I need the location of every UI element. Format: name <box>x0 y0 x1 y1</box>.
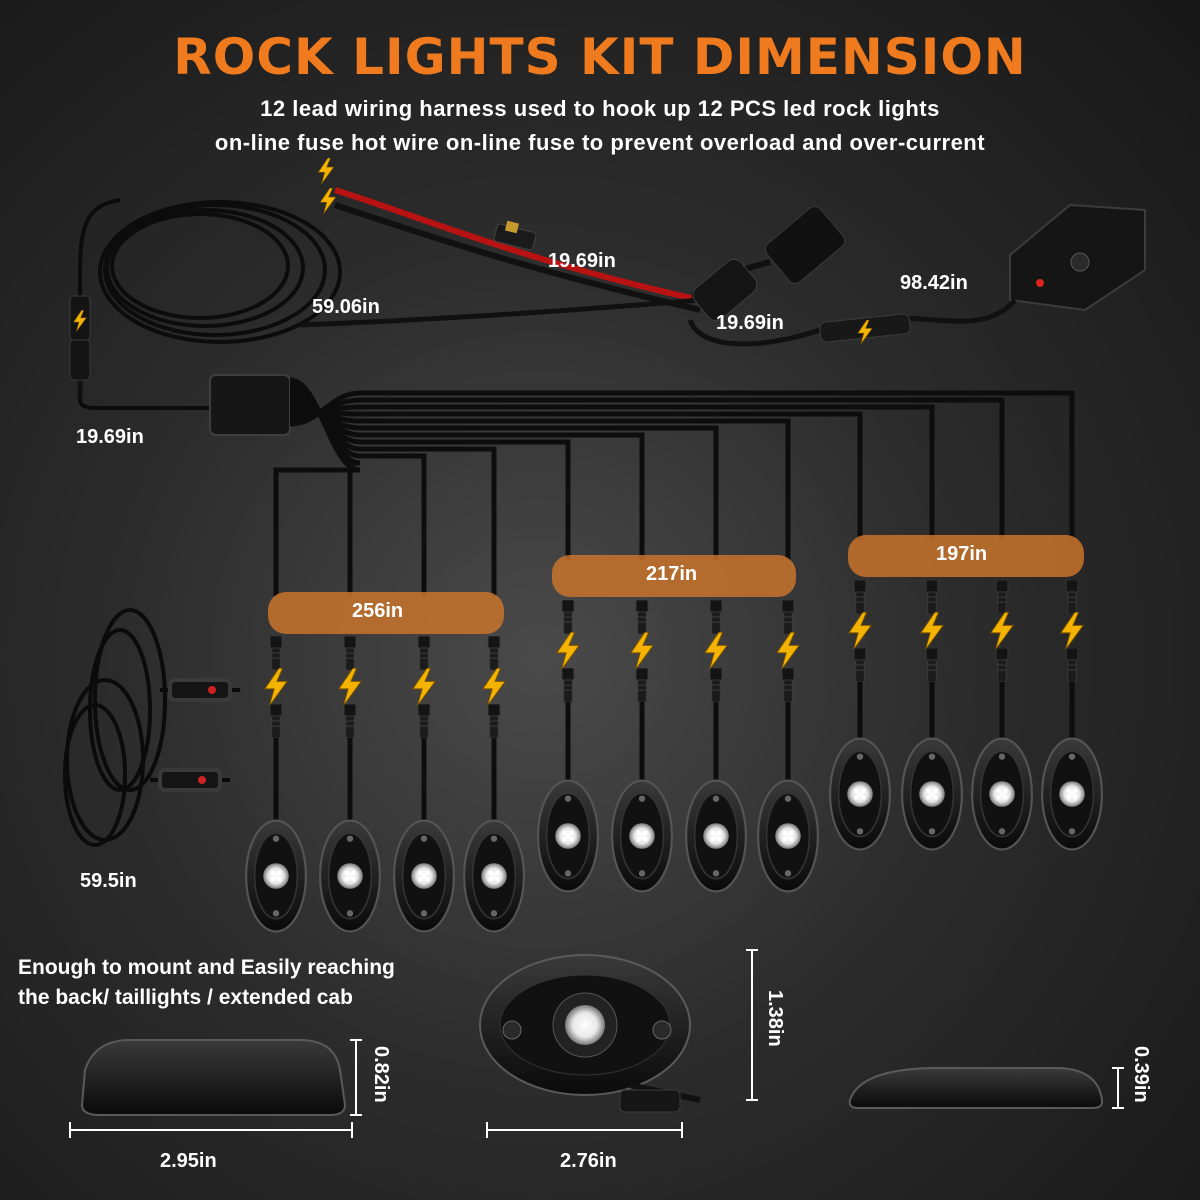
connector-icon <box>692 206 846 322</box>
bolt-icon <box>1060 612 1084 650</box>
rock-light-icon <box>536 779 600 893</box>
group-2-length: 217in <box>646 563 698 585</box>
bolt-icon <box>848 612 872 650</box>
bolt-icon <box>630 632 654 670</box>
flat-height-label: 0.39in <box>1130 1046 1152 1103</box>
rock-light-icon <box>756 779 820 893</box>
flat-profile-view <box>848 1067 1124 1109</box>
rock-light-icon <box>900 737 964 851</box>
rock-light-icon <box>392 819 456 933</box>
switch-box-cable-length: 98.42in <box>900 272 968 294</box>
plug-connector <box>925 580 939 614</box>
top-view-light <box>479 949 758 1138</box>
page-title: ROCK LIGHTS KIT DIMENSION <box>173 28 1027 86</box>
bolt-icon <box>704 632 728 670</box>
switch-box-icon <box>687 203 1146 347</box>
harness-wire <box>289 405 791 560</box>
rock-light-icon <box>970 737 1034 851</box>
plug-connector <box>487 704 501 738</box>
top-width-label: 2.76in <box>560 1150 617 1172</box>
plug-connector <box>853 580 867 614</box>
bolt-icon <box>317 158 335 184</box>
side-height-label: 0.82in <box>370 1046 392 1103</box>
harness-wires <box>273 377 1075 596</box>
plug-connector <box>269 704 283 738</box>
plug-connector <box>995 648 1009 682</box>
bolt-icon <box>482 668 506 706</box>
plug-connector <box>925 648 939 682</box>
plug-connector <box>1065 648 1079 682</box>
plug-connector <box>635 600 649 634</box>
extension-length: 59.5in <box>80 870 137 892</box>
rock-light-group <box>244 580 1104 933</box>
plug-connector <box>853 648 867 682</box>
plug-connector <box>417 704 431 738</box>
rock-light-icon <box>828 737 892 851</box>
side-width-label: 2.95in <box>160 1150 217 1172</box>
plug-connector <box>561 600 575 634</box>
top-height-label: 1.38in <box>764 990 786 1047</box>
bolt-icon <box>776 632 800 670</box>
plug-connector <box>781 668 795 702</box>
plug-connector <box>635 668 649 702</box>
plug-connector <box>269 636 283 670</box>
plug-connector <box>561 668 575 702</box>
bolt-icon <box>920 612 944 650</box>
connector-lead-length: 19.69in <box>716 312 784 334</box>
length-bands <box>268 535 1084 634</box>
bolt-icon <box>990 612 1014 650</box>
side-profile-view <box>69 1039 362 1138</box>
plug-connector <box>709 600 723 634</box>
harness-wire <box>289 401 719 560</box>
group-3-length: 197in <box>936 543 988 565</box>
fuse-wire-length: 19.69in <box>548 250 616 272</box>
main-cable-length: 59.06in <box>312 296 380 318</box>
harness-wire <box>289 390 1075 540</box>
harness-wire <box>289 397 645 560</box>
rock-light-icon <box>318 819 382 933</box>
rock-light-icon <box>244 819 308 933</box>
harness-wire <box>289 409 863 540</box>
bolt-icon <box>264 668 288 706</box>
rock-light-icon <box>1040 737 1104 851</box>
subtitle-line-2: on-line fuse hot wire on-line fuse to pr… <box>214 130 986 155</box>
subtitle-line-1: 12 lead wiring harness used to hook up 1… <box>260 96 940 121</box>
rock-light-icon <box>462 819 526 933</box>
plug-connector <box>417 636 431 670</box>
group-1-length: 256in <box>352 600 404 622</box>
note-line-1: Enough to mount and Easily reaching <box>18 956 395 979</box>
extension-cables <box>63 608 240 847</box>
harness-wire <box>289 404 935 540</box>
coiled-cable <box>78 198 342 410</box>
splitter-lead-length: 19.69in <box>76 426 144 448</box>
plug-connector <box>995 580 1009 614</box>
rock-light-icon <box>610 779 674 893</box>
plug-connector <box>781 600 795 634</box>
plug-connector <box>343 636 357 670</box>
bolt-icon <box>412 668 436 706</box>
note-line-2: the back/ taillights / extended cab <box>18 986 353 1009</box>
plug-connector <box>1065 580 1079 614</box>
plug-connector <box>487 636 501 670</box>
fuse-icon <box>493 220 537 251</box>
plug-connector <box>709 668 723 702</box>
plug-connector <box>343 704 357 738</box>
bolt-icon <box>338 668 362 706</box>
bolt-icon <box>556 632 580 670</box>
rock-light-icon <box>684 779 748 893</box>
bolt-icon <box>319 188 337 214</box>
